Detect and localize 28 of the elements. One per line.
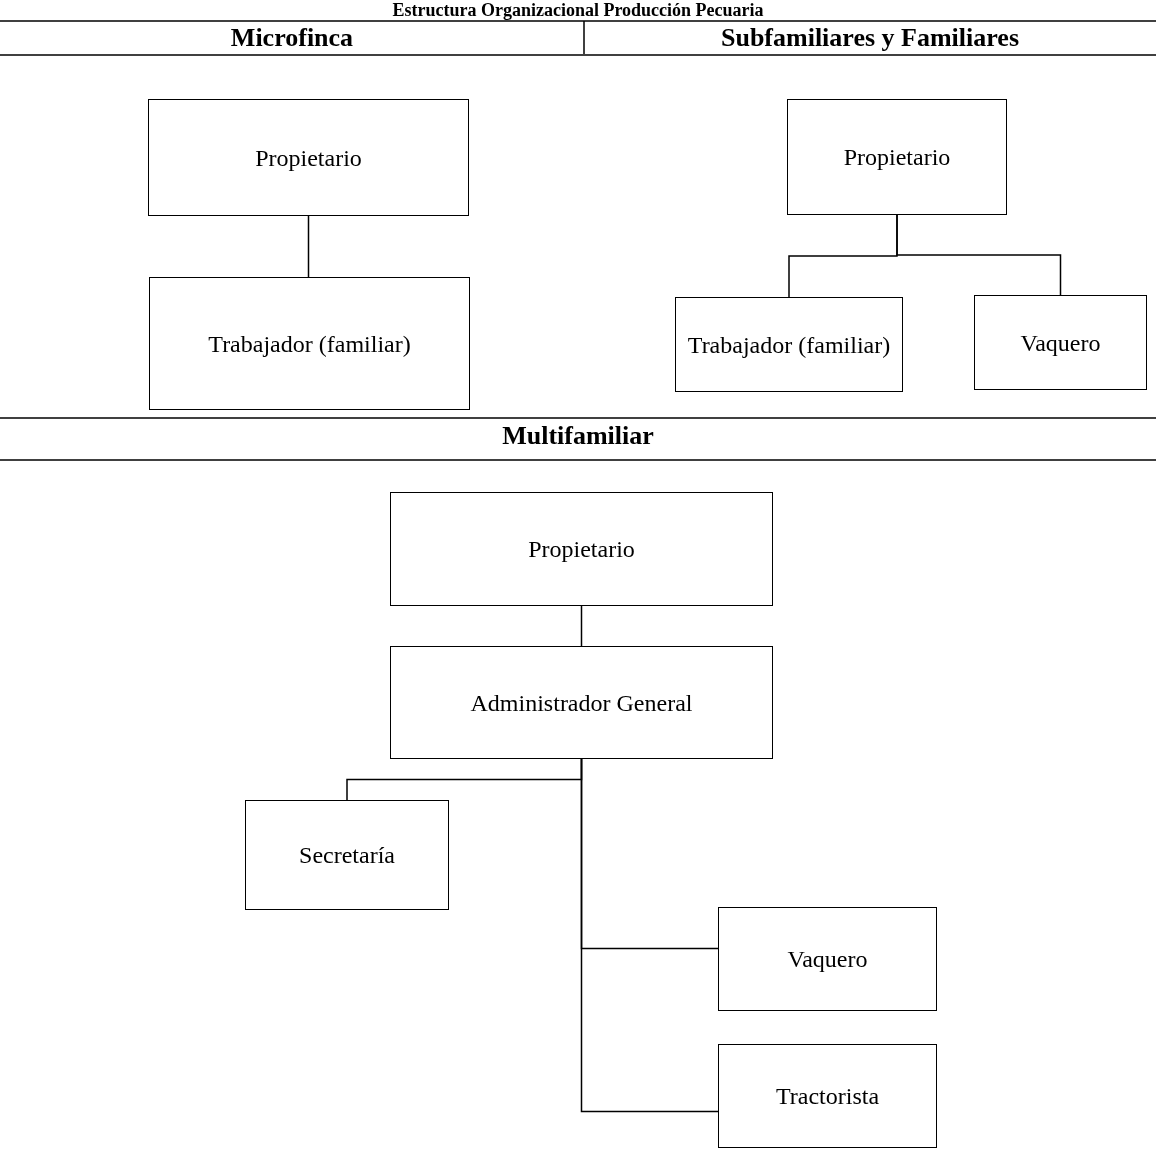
diagram-title: Estructura Organizacional Producción Pecuaria <box>391 0 765 20</box>
role-name: Vaquero <box>1020 328 1101 358</box>
role-box <box>675 297 903 392</box>
connector-line <box>580 605 583 647</box>
section-heading: Multifamiliar <box>502 420 654 452</box>
role-name: Secretaría <box>299 841 395 870</box>
role-box <box>787 99 1007 215</box>
role-box <box>148 99 469 216</box>
role-name: Trabajador (familiar) <box>687 330 891 360</box>
role-box <box>390 492 773 606</box>
connector-line <box>307 215 310 278</box>
role-name: Vaquero <box>787 945 868 974</box>
role-box <box>718 907 937 1011</box>
role-name: Propietario <box>843 143 951 172</box>
role-box <box>245 800 449 910</box>
section-heading: Subfamiliares y Familiares <box>720 22 1019 54</box>
role-box <box>149 277 470 410</box>
role-name: Tractorista <box>775 1082 880 1111</box>
role-name: Trabajador (familiar) <box>208 329 411 359</box>
section-heading: Microfinca <box>230 22 354 54</box>
role-name: Propietario <box>255 143 362 173</box>
role-name: Propietario <box>528 535 635 564</box>
role-box <box>718 1044 937 1148</box>
role-name: Administrador General <box>470 688 693 718</box>
role-box <box>974 295 1147 390</box>
role-box <box>390 646 773 759</box>
connector-line <box>896 214 1062 296</box>
connector-line <box>580 758 719 1113</box>
